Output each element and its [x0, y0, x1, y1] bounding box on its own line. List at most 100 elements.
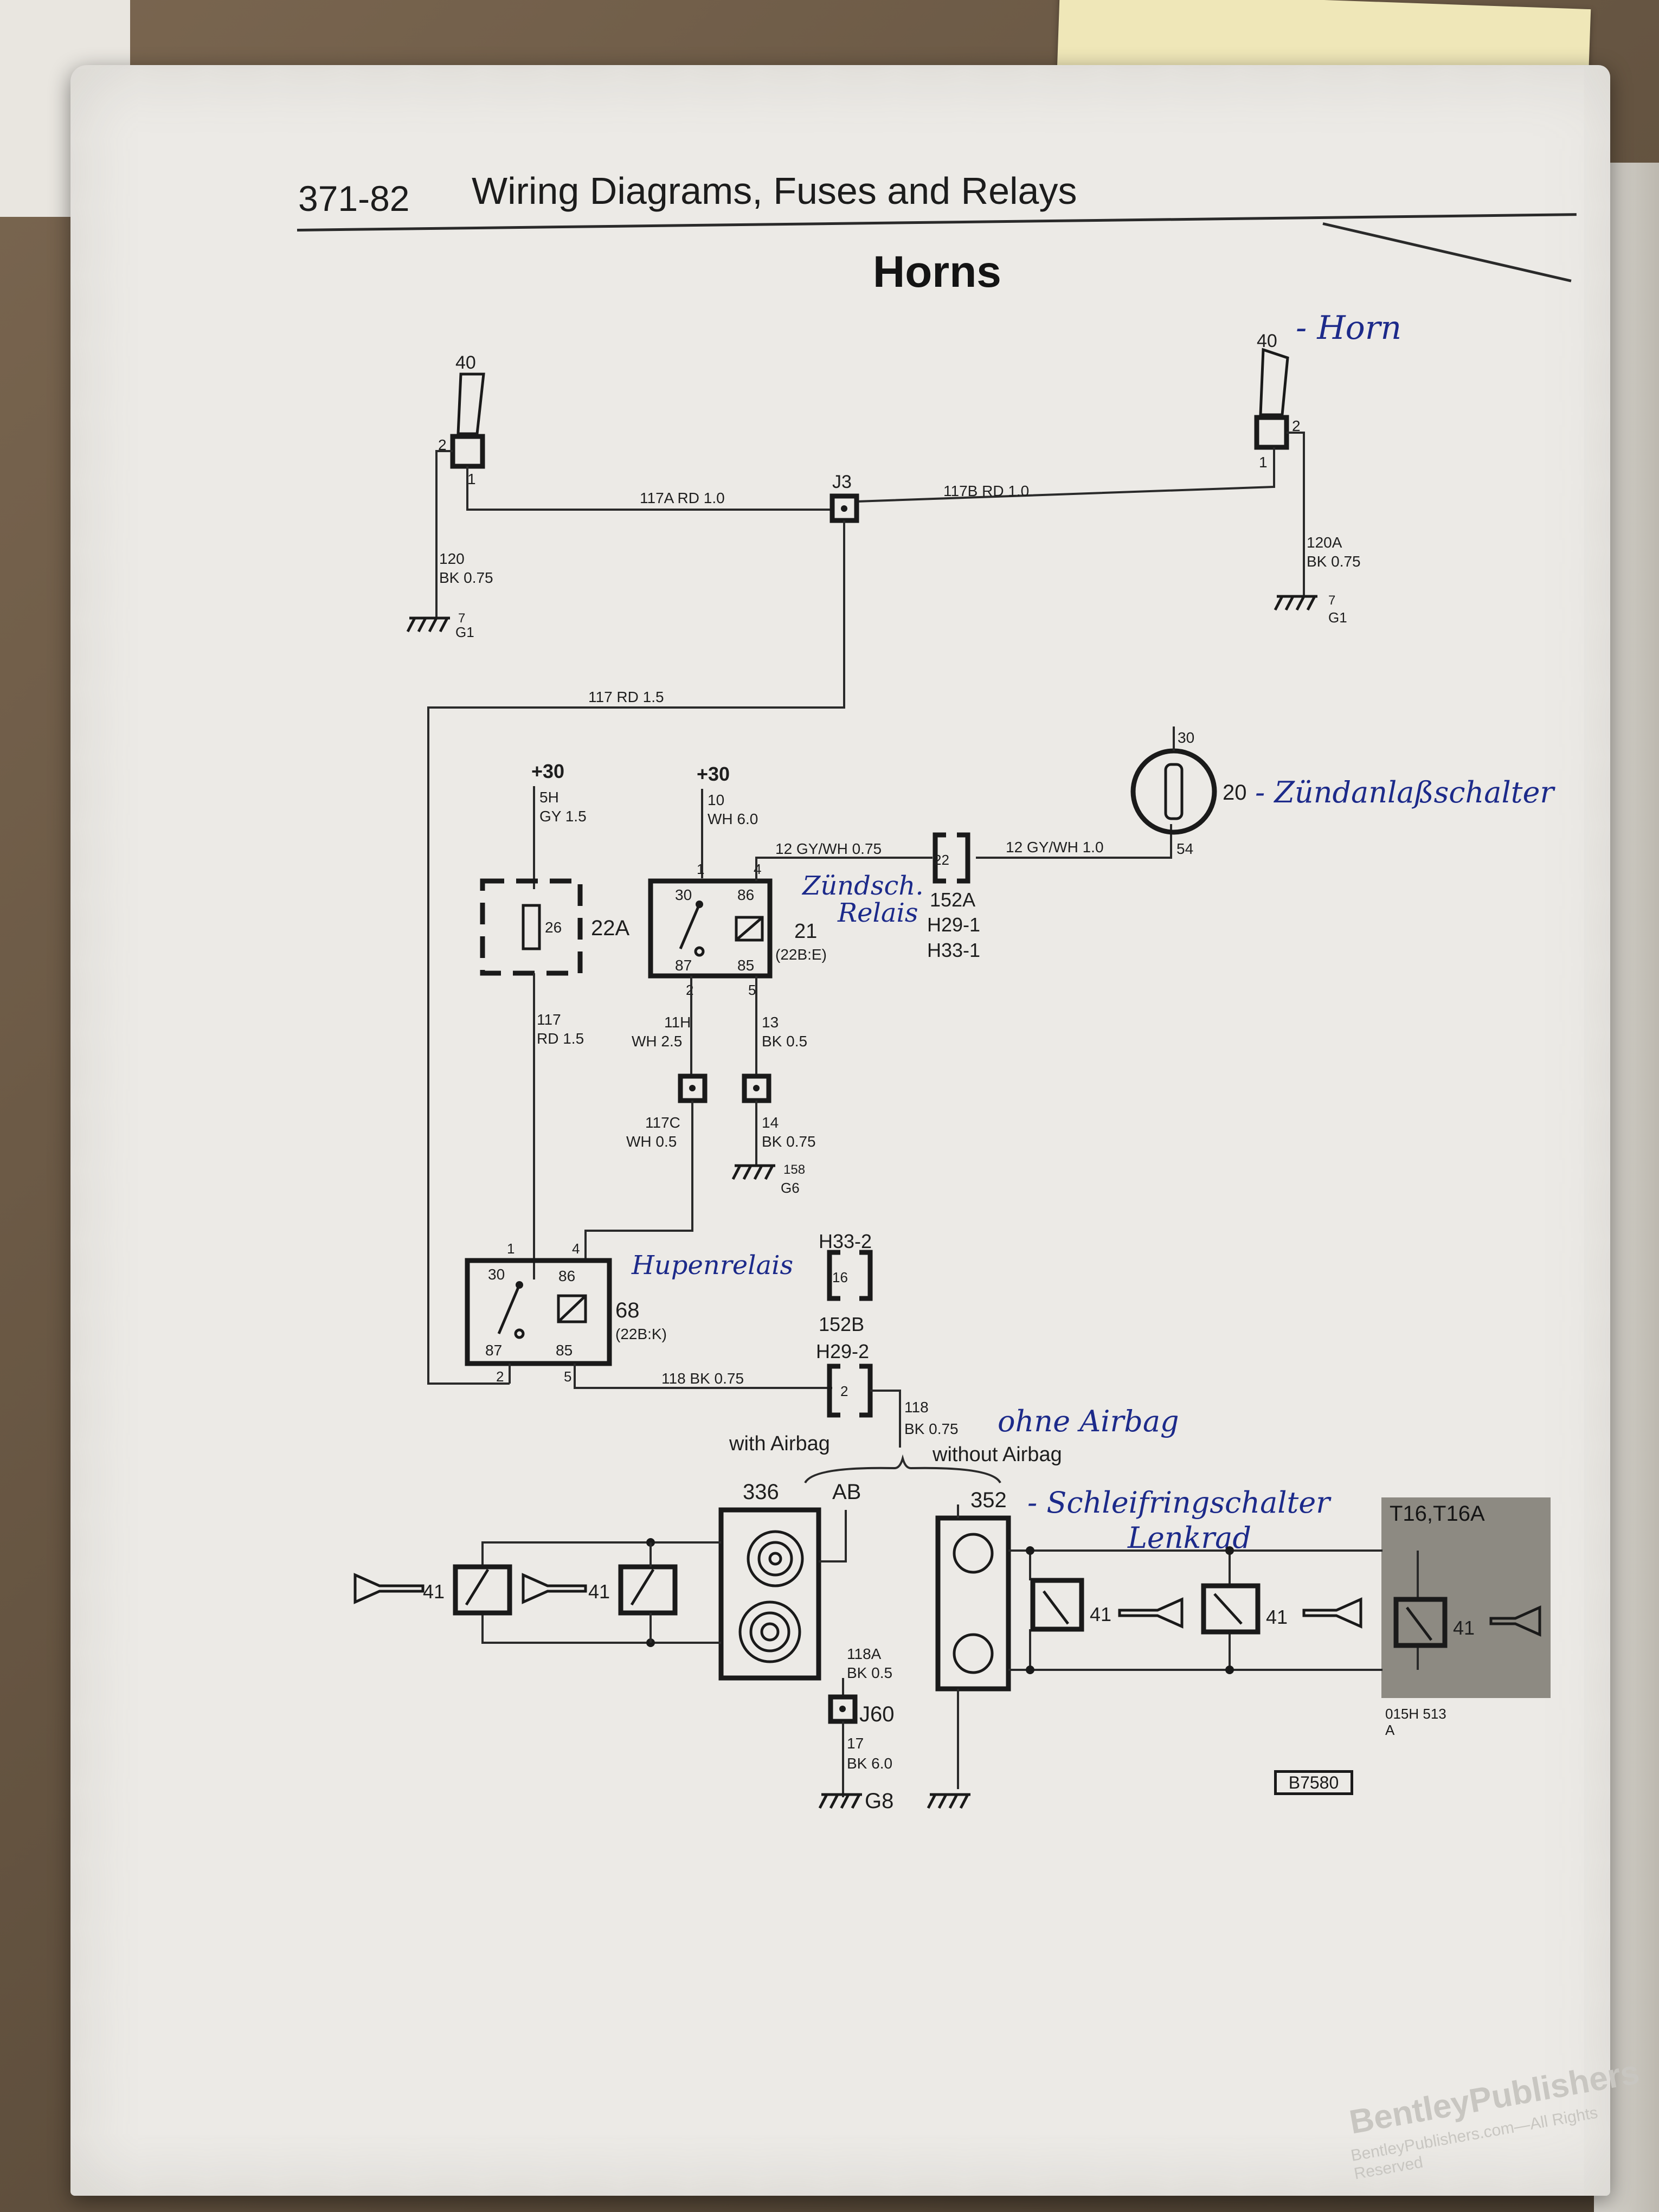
- ignition-relay-box: [648, 878, 773, 979]
- fuse-element: [522, 904, 541, 950]
- connector-h29-1-label: H29-1: [927, 914, 980, 936]
- ground-left-num: 7: [458, 611, 465, 626]
- slip-ring-box: [935, 1515, 1011, 1692]
- wire-5h-num: 5H: [539, 789, 559, 806]
- ig-relay-pin87: 87: [675, 957, 692, 974]
- wire-117a: 117A RD 1.0: [640, 490, 725, 506]
- wire-13-num: 13: [762, 1014, 779, 1031]
- slip-ring-number: 352: [970, 1488, 1007, 1512]
- wire-118-right-spec: BK 0.75: [904, 1420, 959, 1437]
- wire-120-num: 120: [439, 550, 465, 567]
- junction-j3-label: J3: [832, 472, 852, 492]
- switch-41-left-1: 41: [423, 1580, 445, 1603]
- horn-icon-right-1: [1118, 1597, 1184, 1629]
- annotation-ig-relay-2: Relais: [837, 898, 918, 928]
- wire-14-num: 14: [762, 1114, 779, 1131]
- plus30-b: +30: [697, 763, 730, 785]
- diagram-code-badge: B7580: [1274, 1770, 1353, 1795]
- fuse-22a-label: 22A: [591, 916, 629, 940]
- annotation-slip-ring-1: - Schleifringschalter: [1027, 1486, 1332, 1520]
- horn-icon-left-1: [353, 1573, 425, 1604]
- horn-relay-pin86: 86: [558, 1268, 575, 1284]
- connector-h29-2-label: H29-2: [816, 1340, 869, 1362]
- wire-117c-num: 117C: [645, 1114, 680, 1131]
- ground-right-symbol: [1274, 595, 1317, 611]
- ground-g6-label: G6: [781, 1180, 800, 1196]
- horn-left-pin1: 1: [467, 471, 476, 487]
- wire-117-lower-spec: RD 1.5: [537, 1030, 584, 1047]
- horn-relay-pin2: 2: [496, 1368, 504, 1385]
- fuse-22a-pin: 26: [545, 919, 562, 936]
- connector-152a-label: 152A: [930, 889, 975, 911]
- wire-14-spec: BK 0.75: [762, 1133, 816, 1150]
- horn-switch-right-1: [1030, 1578, 1084, 1632]
- airbag-unit-number: 336: [743, 1480, 779, 1504]
- wire-118: 118 BK 0.75: [661, 1370, 744, 1387]
- wire-10-num: 10: [708, 792, 724, 808]
- connector-152a-symbol: [933, 832, 970, 884]
- wire-11h-num: 11H: [664, 1014, 691, 1031]
- wire-11h-spec: WH 2.5: [632, 1033, 682, 1050]
- wire-13-spec: BK 0.5: [762, 1033, 807, 1050]
- switch-41-right-2: 41: [1266, 1606, 1288, 1628]
- ig-relay-pin1: 1: [697, 861, 704, 877]
- ignition-switch-pin54: 54: [1176, 840, 1193, 857]
- wire-10-spec: WH 6.0: [708, 811, 758, 827]
- ig-relay-pin4: 4: [754, 861, 761, 877]
- wire-17-spec: BK 6.0: [847, 1755, 892, 1772]
- connector-152b-pin2: 2: [840, 1383, 848, 1399]
- page-number: 371-82: [298, 178, 410, 218]
- annotation-ig-relay-1: Zündsch.: [801, 871, 924, 901]
- horn-right-symbol: [1254, 348, 1289, 450]
- label-without-airbag: without Airbag: [932, 1443, 1062, 1466]
- ground-slip-ring-symbol: [927, 1793, 970, 1809]
- airbag-unit-box: [718, 1507, 821, 1681]
- horn-icon-right-2: [1302, 1597, 1362, 1629]
- ig-relay-pin5: 5: [748, 982, 756, 998]
- connector-h33-1-label: H33-1: [927, 939, 980, 961]
- ig-relay-location: (22B:E): [775, 946, 827, 963]
- connector-152b-label: 152B: [819, 1313, 864, 1335]
- fuse-22a-box: [480, 878, 583, 976]
- wire-17-num: 17: [847, 1735, 864, 1752]
- switch-41-left-2: 41: [588, 1580, 610, 1603]
- ig-relay-number: 21: [794, 920, 817, 943]
- small-code: 015H 513 A: [1385, 1706, 1446, 1738]
- ignition-switch-pin30: 30: [1178, 729, 1194, 746]
- manual-page: [70, 65, 1610, 2196]
- ground-left-symbol: [406, 616, 450, 633]
- ground-right-label: G1: [1328, 609, 1347, 626]
- ignition-switch-number: 20: [1223, 781, 1247, 805]
- horn-switch-right-2: [1201, 1583, 1261, 1635]
- ig-relay-pin86: 86: [737, 886, 754, 903]
- connector-h33-2-label: H33-2: [819, 1230, 872, 1252]
- annotation-without-airbag: ohne Airbag: [998, 1404, 1179, 1438]
- junction-j60-label: J60: [859, 1702, 895, 1726]
- ground-g8-label: G8: [865, 1789, 893, 1813]
- ig-relay-pin30: 30: [675, 886, 692, 903]
- wire-12-right: 12 GY/WH 1.0: [1006, 839, 1104, 856]
- horn-right-pin1: 1: [1259, 454, 1268, 471]
- wire-120-spec: BK 0.75: [439, 569, 493, 586]
- label-with-airbag: with Airbag: [729, 1432, 830, 1455]
- wire-117b: 117B RD 1.0: [943, 483, 1029, 499]
- switch-41-right-3: 41: [1453, 1617, 1475, 1639]
- horn-right-number: 40: [1257, 331, 1277, 351]
- wire-120a-spec: BK 0.75: [1307, 553, 1361, 570]
- plus30-a: +30: [531, 760, 564, 782]
- horn-relay-location: (22B:K): [615, 1326, 667, 1342]
- annotation-horn-relay: Hupenrelais: [631, 1250, 793, 1281]
- wire-120a-num: 120A: [1307, 534, 1342, 551]
- ig-relay-pin2: 2: [686, 982, 693, 998]
- horn-switch-left-1: [453, 1564, 512, 1616]
- t16-label: T16,T16A: [1390, 1502, 1485, 1526]
- wire-5h-spec: GY 1.5: [539, 808, 587, 825]
- horn-relay-pin30: 30: [488, 1266, 505, 1283]
- wire-12-left: 12 GY/WH 0.75: [775, 840, 882, 857]
- horn-relay-pin87: 87: [485, 1342, 502, 1359]
- ground-g6-symbol: [731, 1164, 775, 1180]
- horn-relay-pin85: 85: [556, 1342, 573, 1359]
- connector-152a-pin: 22: [934, 852, 949, 868]
- wire-118a-spec: BK 0.5: [847, 1664, 892, 1681]
- ground-g6-num: 158: [783, 1162, 805, 1177]
